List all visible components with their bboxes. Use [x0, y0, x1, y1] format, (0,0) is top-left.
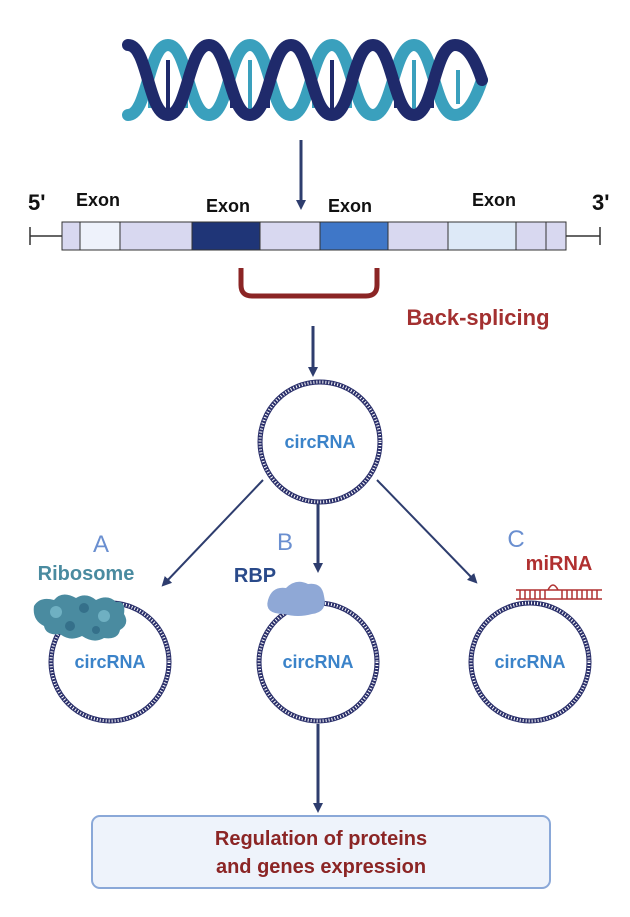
branch-c-letter: C	[507, 526, 524, 553]
circrna-main: circRNA	[257, 379, 383, 505]
ribosome-icon	[33, 594, 127, 641]
exon-label-1: Exon	[76, 190, 120, 210]
result-line-1: Regulation of proteins	[215, 828, 427, 850]
circrna-a-label: circRNA	[74, 652, 145, 672]
exon-label-4: Exon	[472, 190, 516, 210]
five-prime-label: 5'	[28, 190, 45, 215]
arrow-branch-c	[376, 479, 478, 584]
mirna-icon	[516, 584, 602, 600]
branch-b-letter: B	[277, 529, 293, 556]
back-splicing-bracket	[238, 268, 380, 299]
arrow-branch-a	[161, 479, 264, 587]
circrna-b-label: circRNA	[282, 652, 353, 672]
branch-a-letter: A	[93, 531, 109, 558]
rbp-label: RBP	[234, 565, 276, 587]
dna-strand-dark	[122, 38, 488, 122]
circrna-main-label: circRNA	[284, 432, 355, 452]
circrna-c-label: circRNA	[494, 652, 565, 672]
circrna-c: circRNA	[468, 600, 592, 724]
three-prime-label: 3'	[592, 190, 609, 215]
result-line-2: and genes expression	[216, 856, 426, 878]
exon-label-3: Exon	[328, 196, 372, 216]
rbp-icon	[267, 581, 325, 616]
ribosome-label: Ribosome	[38, 563, 135, 585]
gene-bar	[29, 221, 601, 251]
exon-blue	[319, 221, 389, 251]
back-splicing-label: Back-splicing	[406, 305, 549, 330]
exon-dark	[191, 221, 261, 251]
exon-label-2: Exon	[206, 196, 250, 216]
circrna-b: circRNA	[256, 600, 380, 724]
dna-helix-icon	[122, 38, 488, 122]
result-box: Regulation of proteins and genes express…	[91, 815, 551, 889]
mirna-label: miRNA	[526, 553, 593, 575]
